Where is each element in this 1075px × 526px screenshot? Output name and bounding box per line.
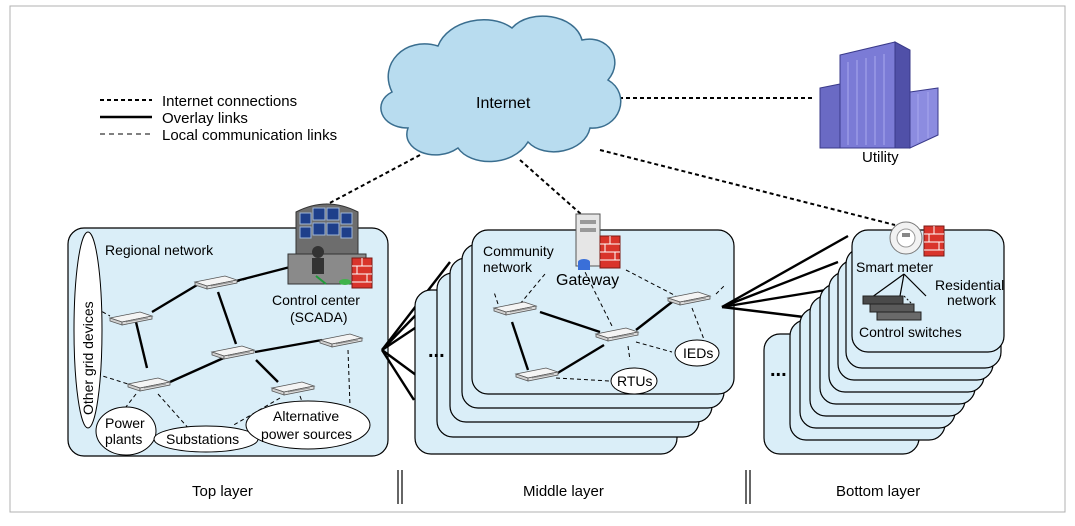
middle-layer-label: Middle layer: [523, 483, 604, 500]
control-switches-label: Control switches: [859, 324, 962, 340]
other-grid-devices-ellipse: [73, 231, 103, 429]
middle-ellipsis: ...: [428, 340, 445, 362]
regional-network-label: Regional network: [105, 242, 214, 258]
power-plants-ellipse: [95, 406, 157, 456]
community-network-panel: [471, 229, 735, 395]
ieds-ellipse: [674, 339, 720, 367]
utility-building-icon: Utility: [819, 41, 939, 166]
residential-network-label-2: network: [947, 292, 997, 308]
legend-internet-label: Internet connections: [162, 93, 297, 110]
community-network-label-1: Community: [483, 243, 554, 259]
rtus-label: RTUs: [617, 373, 653, 389]
internet-link-smart-meter: [599, 149, 896, 226]
top-layer-label: Top layer: [192, 483, 253, 500]
smart-meter-icon: [889, 221, 923, 255]
outer-frame: [9, 5, 1066, 513]
ieds-label: IEDs: [683, 345, 713, 361]
layer-separators: [397, 470, 751, 504]
residential-network-label-1: Residential: [935, 277, 1004, 293]
alternative-power-ellipse: [245, 400, 371, 450]
alternative-power-label-2: power sources: [261, 426, 352, 442]
top-layer-panel: Regional network: [67, 203, 389, 457]
smart-meter-firewall-icon: [923, 225, 945, 257]
power-plants-label-1: Power: [105, 415, 145, 431]
control-center-icon: [287, 203, 373, 289]
cloud-label: Internet: [476, 95, 531, 112]
internet-link-control-center: [325, 154, 421, 206]
community-network-label-2: network: [483, 259, 533, 275]
rtus-ellipse: [610, 367, 658, 395]
control-center-label-2: (SCADA): [290, 309, 348, 325]
legend-local-label: Local communication links: [162, 127, 337, 144]
legend-overlay-label: Overlay links: [162, 110, 248, 127]
bottom-layer-panel: ... Smart meter Residential network Cont…: [763, 221, 1005, 455]
other-grid-devices-label: Other grid devices: [80, 301, 96, 415]
internet-connections: [325, 97, 896, 226]
bottom-ellipsis: ...: [770, 359, 787, 381]
gateway-server-icon: [575, 213, 621, 270]
bottom-layer-label: Bottom layer: [836, 483, 920, 500]
gateway-label: Gateway: [556, 272, 619, 289]
legend: Internet connections Overlay links Local…: [100, 93, 337, 144]
overlay-links-middle-bottom: [721, 234, 849, 320]
control-switches-icon: [862, 295, 922, 321]
internet-cloud: Internet: [380, 15, 622, 163]
power-plants-label-2: plants: [105, 431, 142, 447]
utility-label: Utility: [862, 149, 899, 166]
alternative-power-label-1: Alternative: [273, 408, 339, 424]
middle-layer-panel: ... Community network: [414, 213, 735, 455]
substations-label: Substations: [166, 431, 239, 447]
control-center-label-1: Control center: [272, 292, 360, 308]
smart-meter-label: Smart meter: [856, 259, 933, 275]
internet-link-gateway: [519, 159, 583, 216]
cloud-shape: [380, 15, 622, 163]
